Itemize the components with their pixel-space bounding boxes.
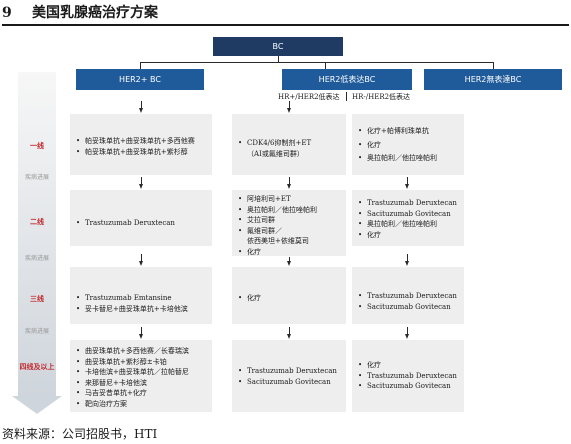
cell-c2-line1: CDK4/6抑制剂+ET （AI或氟维司群） — [232, 114, 346, 175]
figure-number: 9 — [2, 5, 12, 21]
flow-arrow — [289, 101, 290, 109]
flow-arrow — [407, 254, 408, 262]
cell-c2-line3: 化疗 — [232, 267, 346, 324]
connector — [493, 62, 494, 69]
flow-arrow — [141, 327, 142, 335]
col-her2-positive: HER2+ BC — [76, 69, 204, 90]
cell-c1-line1: 帕妥珠单抗+曲妥珠单抗+多西他赛帕妥珠单抗+曲妥珠单抗+紫杉醇 — [70, 114, 212, 175]
cell-c3-line2: Trastuzumab DeruxtecanSacituzumab Govite… — [352, 190, 464, 246]
connector — [140, 62, 493, 63]
cell-c3-line4: 化疗Trastuzumab DeruxtecanSacituzumab Govi… — [352, 340, 464, 412]
progression-label: 疾病进展 — [24, 255, 49, 262]
connector — [278, 56, 279, 62]
cell-c3-line3: Trastuzumab DeruxtecanSacituzumab Govite… — [352, 267, 464, 324]
progression-arrow — [18, 72, 56, 396]
line-label-2: 二线 — [30, 217, 44, 226]
sub-hr-negative: HR-/HER2低表达 — [352, 93, 411, 101]
source-note: 资料来源：公司招股书，HTI — [2, 427, 158, 441]
cell-c3-line1: 化疗+帕博利珠单抗化疗奥拉帕利／他拉唑帕利 — [352, 114, 464, 175]
sub-divider — [346, 92, 347, 101]
cell-c1-line2: Trastuzumab Deruxtecan — [70, 190, 212, 246]
flow-arrow — [141, 177, 142, 185]
flow-arrow — [407, 177, 408, 185]
line-label-1: 一线 — [30, 141, 44, 150]
connector — [140, 62, 141, 69]
cell-c1-line4: 曲妥珠单抗+多西他赛／长春瑞滨曲妥珠单抗+紫杉醇±卡铂卡培他滨+曲妥珠单抗／拉帕… — [70, 340, 212, 412]
cell-c2-line2: 阿培利司+ET奥拉帕利／他拉唑帕利艾拉司群 氟维司群／ 依西美坦+依维莫司 化疗 — [232, 190, 346, 257]
flow-arrow — [289, 177, 290, 185]
line-label-4: 四线及以上 — [19, 362, 55, 371]
progression-arrowhead — [12, 396, 62, 414]
root-node: BC — [213, 37, 343, 56]
figure-title-text: 美国乳腺癌治疗方案 — [32, 5, 158, 21]
cell-c2-line4: Trastuzumab DeruxtecanSacituzumab Govite… — [232, 340, 346, 412]
progression-label: 疾病进展 — [24, 174, 49, 181]
col-her2-zero: HER2無表達BC — [424, 69, 562, 90]
col-her2-low: HER2低表达BC — [282, 69, 412, 90]
sub-hr-positive: HR+/HER2低表达 — [278, 93, 340, 101]
flow-arrow — [289, 327, 290, 335]
connector — [325, 62, 326, 69]
flow-arrow — [289, 257, 290, 262]
flow-arrow — [407, 327, 408, 335]
cell-c1-line3: Trastuzumab Emtansine妥卡替尼+曲妥珠单抗+卡培他滨 — [70, 267, 212, 324]
flow-arrow — [141, 101, 142, 109]
line-label-3: 三线 — [30, 294, 44, 303]
progression-label: 疾病进展 — [24, 328, 49, 335]
figure-title: 9 美国乳腺癌治疗方案 — [2, 2, 569, 26]
flow-arrow — [141, 254, 142, 262]
